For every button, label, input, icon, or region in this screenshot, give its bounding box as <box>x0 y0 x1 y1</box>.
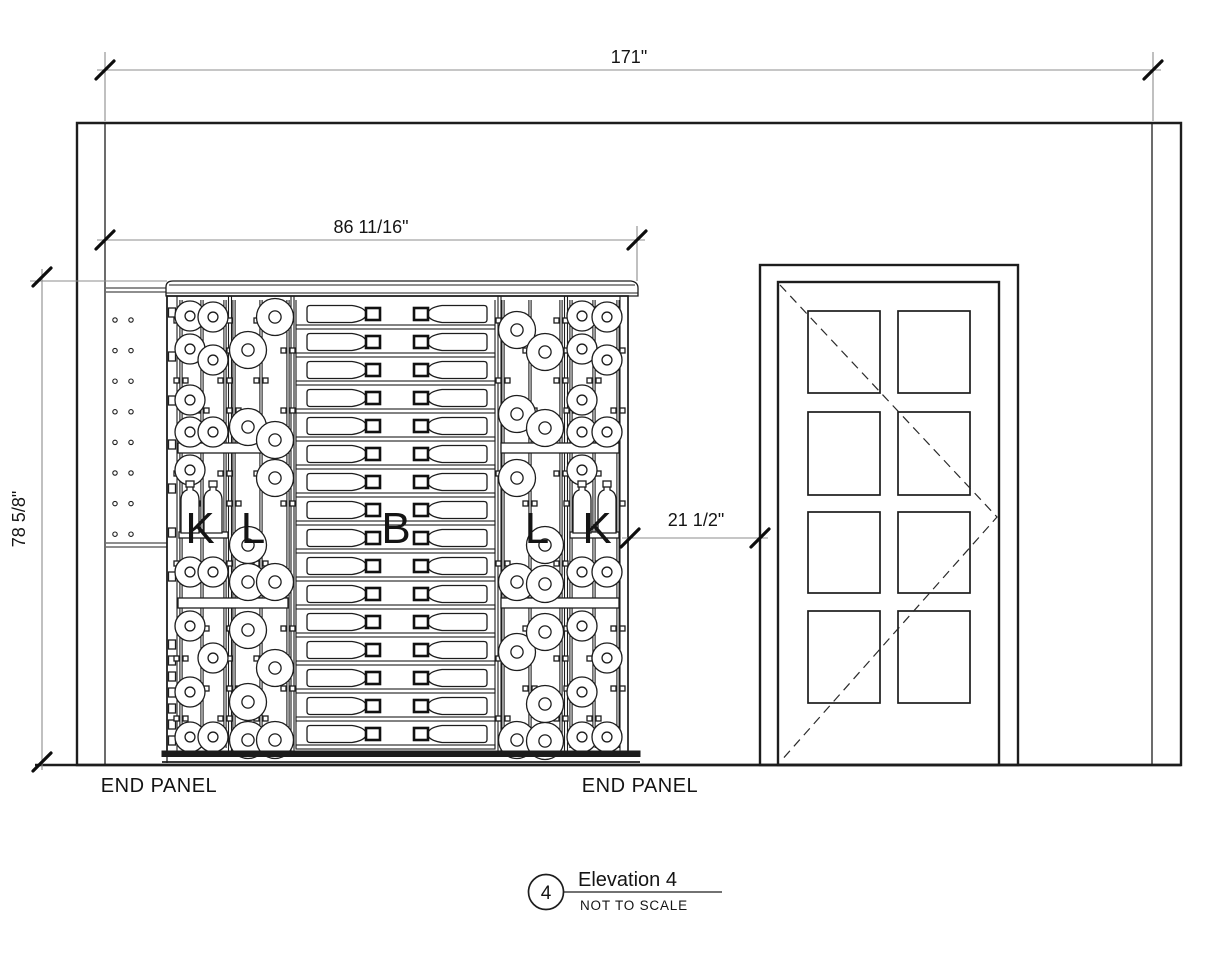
section-label-l-left: L <box>241 504 265 553</box>
scale-note: NOT TO SCALE <box>580 898 688 913</box>
left-end-panel <box>106 287 168 763</box>
dimension-rack-to-door: 21 1/2" <box>668 510 724 530</box>
annotations: 171" 86 11/16" 78 5/8" 21 1/2" K L B L K… <box>9 47 724 797</box>
title-block: 4 Elevation 4 NOT TO SCALE <box>527 869 722 913</box>
drawing-title: Elevation 4 <box>578 869 677 891</box>
section-label-k-right: K <box>582 504 611 553</box>
end-panel-label-left: END PANEL <box>101 775 217 797</box>
detail-number: 4 <box>541 883 552 904</box>
end-panel-label-right: END PANEL <box>582 775 698 797</box>
section-label-k-left: K <box>185 504 214 553</box>
section-label-b: B <box>381 504 410 553</box>
section-label-l-right: L <box>525 504 549 553</box>
dimension-overall-width: 171" <box>611 47 647 67</box>
wine-rack <box>161 280 641 763</box>
dimension-rack-height: 78 5/8" <box>9 491 29 547</box>
dimension-rack-width: 86 11/16" <box>333 217 408 237</box>
dimension-lines <box>30 52 1164 773</box>
door <box>758 263 1020 767</box>
